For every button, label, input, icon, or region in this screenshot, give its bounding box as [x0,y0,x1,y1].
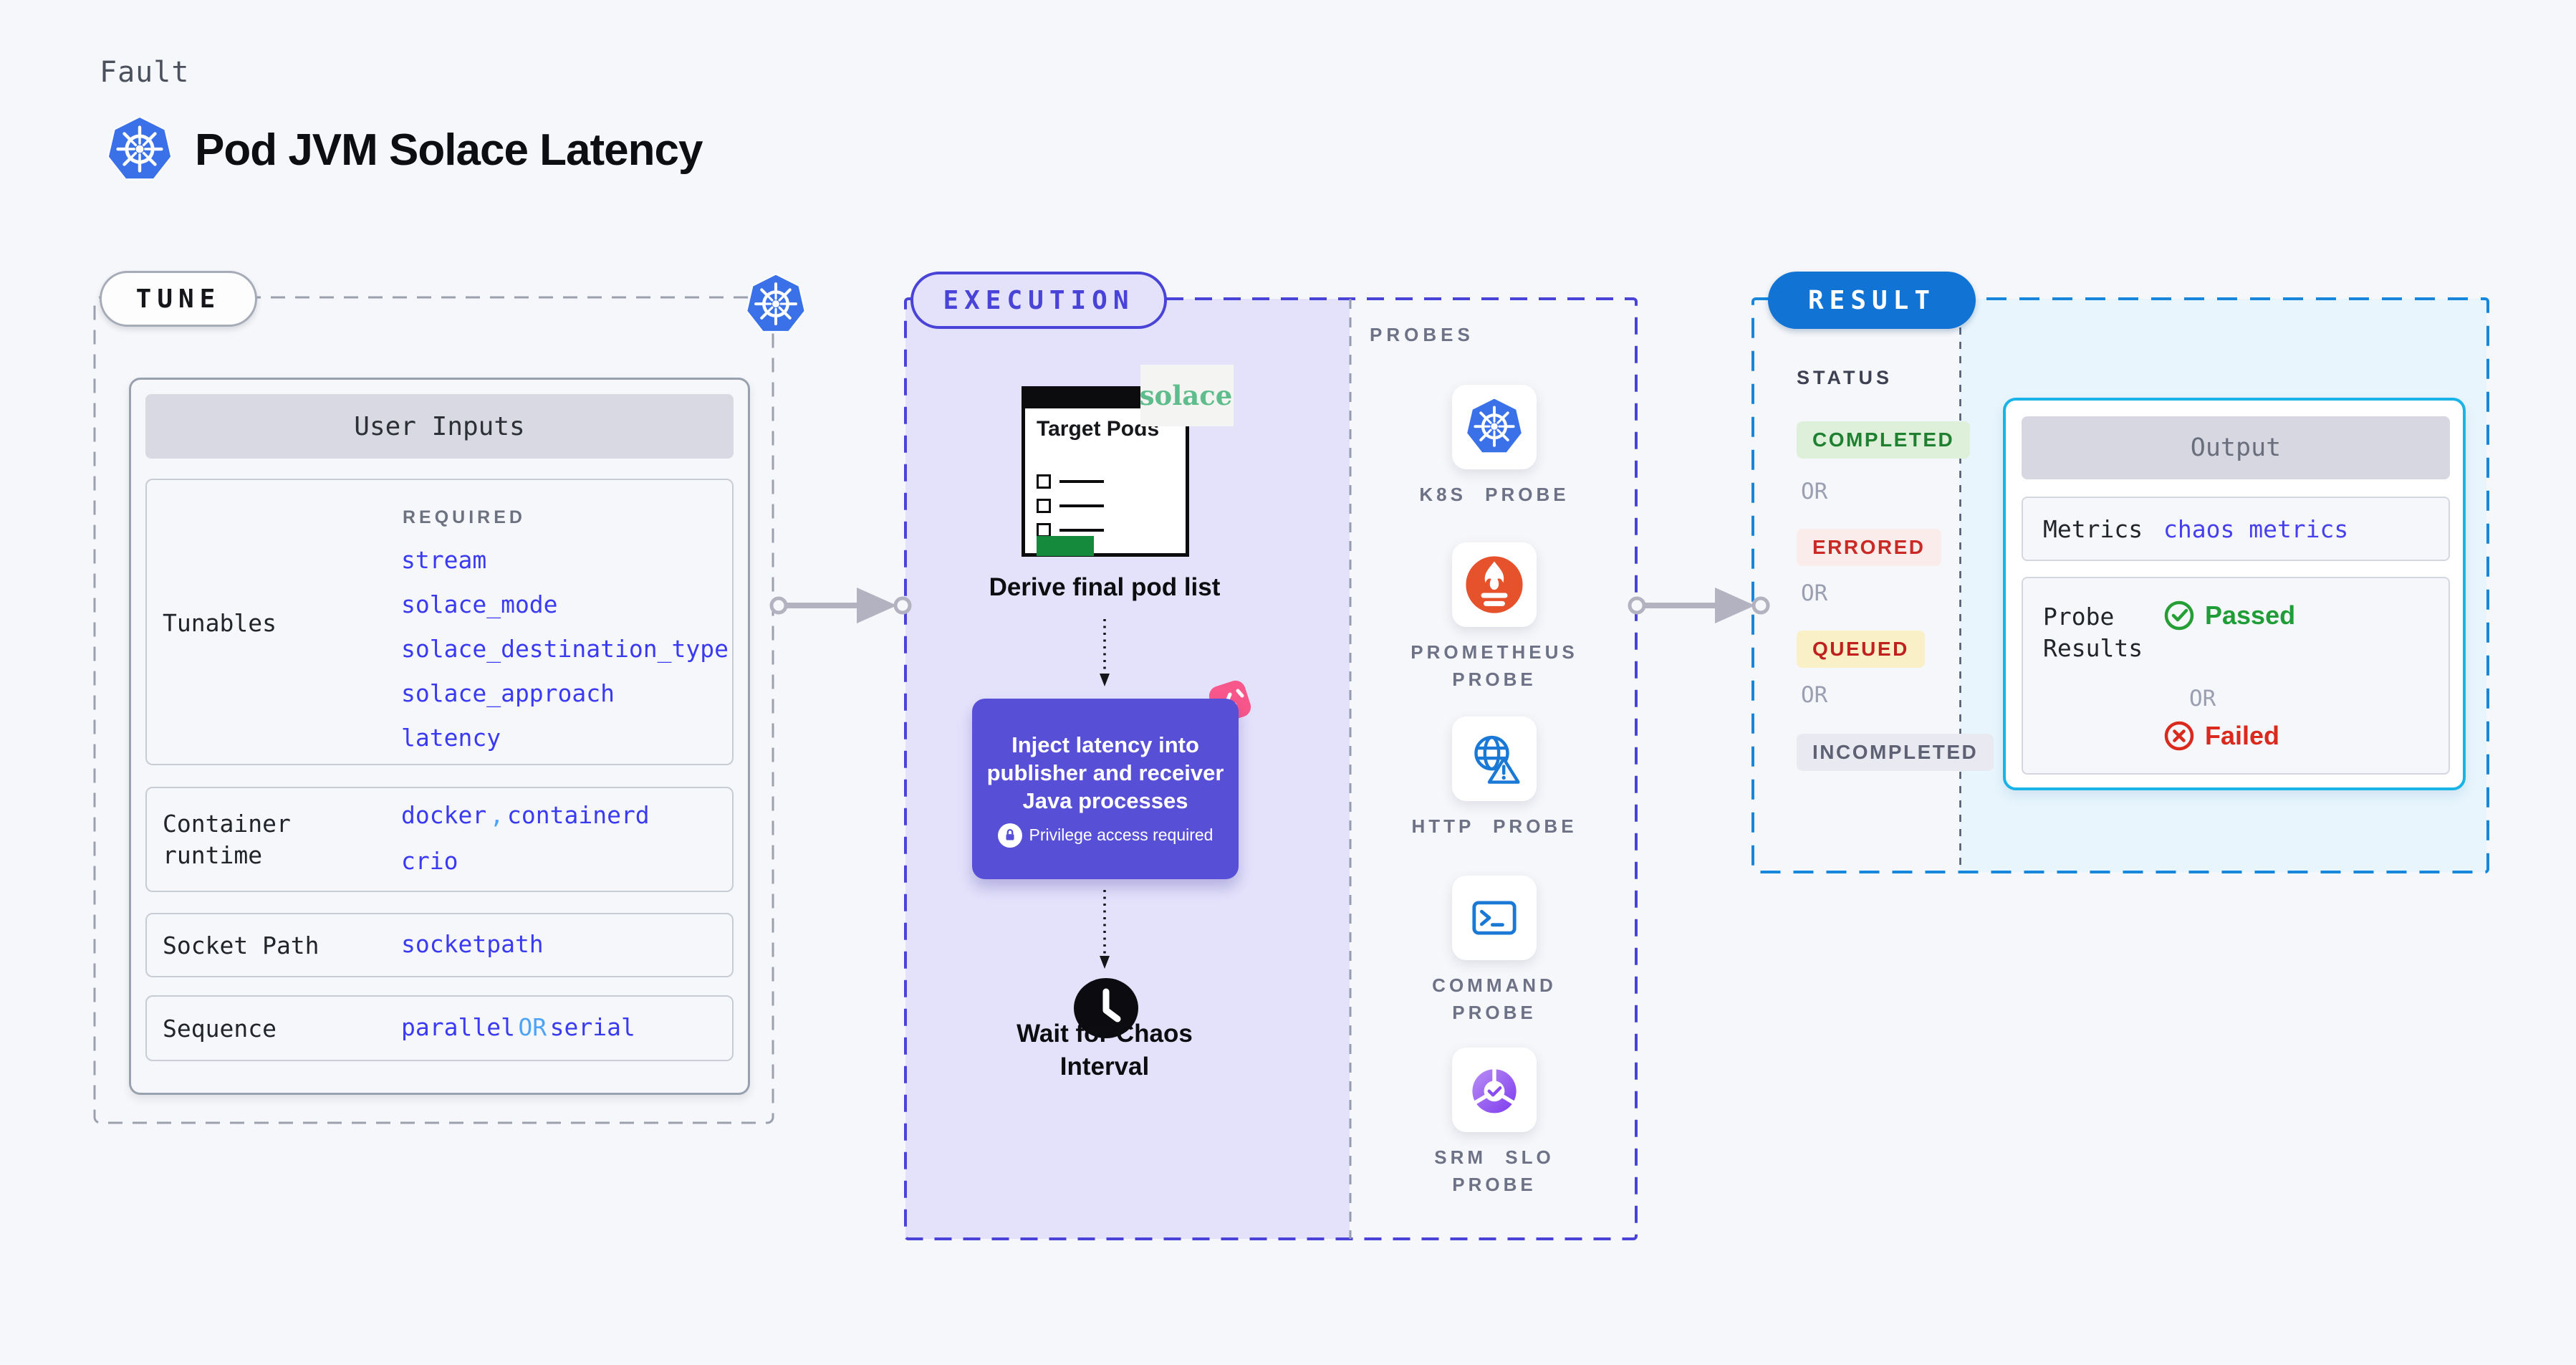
tunables-label: Tunables [163,609,277,637]
sequence-or: OR [518,1013,547,1041]
metrics-row: Metrics chaos metrics [2022,497,2450,561]
probes-column-label: PROBES [1370,324,1474,345]
page-kicker: Fault [100,56,190,89]
kubernetes-icon [744,272,808,337]
tune-section-label: TUNE [100,271,257,327]
metrics-label: Metrics [2043,515,2143,543]
kubernetes-icon [1464,396,1525,458]
tunable-link-solace-mode[interactable]: solace_mode [401,590,558,618]
or-separator: OR [1801,580,1828,606]
slo-pie-check-icon [1462,1058,1527,1122]
metrics-value[interactable]: chaos metrics [2163,515,2349,543]
check-circle-icon [2164,600,2194,631]
status-badge-incompleted: INCOMPLETED [1797,734,1994,771]
page-header: Pod JVM Solace Latency [105,115,703,185]
inject-latency-text: Inject latency into publisher and receiv… [986,732,1224,813]
probe-card [1452,876,1537,960]
execution-to-result-arrow [1628,588,1770,623]
solace-logo: solace [1140,365,1234,426]
required-label: REQUIRED [403,507,526,527]
pod-list-item [1037,474,1104,489]
probe-k8s: K8S PROBE [1380,385,1609,508]
status-column-label: STATUS [1797,367,1893,388]
tune-to-execution-arrow [769,588,912,623]
probe-http: HTTP PROBE [1380,717,1609,840]
result-dashed-frame [1751,297,2489,873]
flow-arrow-down-icon [1100,619,1110,686]
tunable-link-solace-approach[interactable]: solace_approach [401,679,615,707]
socket-path-value[interactable]: socketpath [401,930,544,958]
status-badge-errored: ERRORED [1797,529,1941,566]
probe-results-label: Probe Results [2043,603,2143,662]
result-status-divider [1959,299,1961,872]
or-separator: OR [1801,682,1828,708]
probe-name: K8S PROBE [1419,484,1570,505]
probes-divider [1349,299,1352,1239]
flow-arrow-down-icon [1100,890,1110,969]
output-title: Output [2022,416,2450,479]
prometheus-icon [1463,553,1526,616]
status-badge-completed: COMPLETED [1797,421,1971,459]
target-pods-title: Target Pods [1037,417,1160,441]
sequence-value-serial[interactable]: serial [549,1013,635,1041]
tune-dashed-frame [93,296,774,1124]
privilege-note: Privilege access required [997,823,1213,848]
runtime-value-docker[interactable]: docker [401,801,487,829]
kubernetes-icon [105,115,175,185]
terminal-icon [1463,886,1526,949]
probe-card [1452,542,1537,627]
probe-card [1452,1048,1537,1132]
socket-path-row: Socket Path socketpath [145,913,734,977]
runtime-value-crio[interactable]: crio [401,847,458,875]
execution-section-label: EXECUTION [910,272,1167,329]
derive-pod-list-step: Derive final pod list [989,573,1221,601]
tunable-link-solace-destination-type[interactable]: solace_destination_type [401,635,729,663]
tunables-row: Tunables REQUIRED stream solace_mode sol… [145,479,734,765]
runtime-value-containerd[interactable]: containerd [507,801,650,829]
probe-card [1452,385,1537,469]
probe-result-passed: Passed [2163,600,2295,631]
probe-results-row: Probe Results Passed OR Failed [2022,577,2450,775]
pod-list-item [1037,499,1104,513]
wait-chaos-interval-step: Wait for Chaos Interval [1017,1020,1193,1081]
user-inputs-title: User Inputs [145,394,734,459]
tunable-link-stream[interactable]: stream [401,546,487,574]
runtime-separator: , [489,801,504,829]
lock-icon [997,823,1022,848]
sequence-row: Sequence parallel OR serial [145,995,734,1061]
sequence-label: Sequence [163,1015,277,1043]
pod-list-item [1037,523,1104,537]
tunable-link-latency[interactable]: latency [401,724,501,752]
http-globe-warning-icon [1463,727,1526,790]
page-title: Pod JVM Solace Latency [195,125,703,175]
container-runtime-row: Container runtime docker , containerd cr… [145,787,734,892]
or-separator: OR [2189,686,2216,712]
container-runtime-label: Container runtime [163,810,291,869]
result-section-label: RESULT [1768,272,1976,329]
clock-icon [1074,978,1138,1038]
sequence-value-parallel[interactable]: parallel [401,1013,515,1041]
output-panel: Output Metrics chaos metrics Probe Resul… [2003,398,2466,790]
inject-latency-step: Inject latency into publisher and receiv… [972,699,1239,879]
status-badge-queued: QUEUED [1797,631,1925,668]
socket-path-label: Socket Path [163,931,319,959]
probe-name: HTTP PROBE [1411,815,1577,837]
pod-list-button [1037,536,1094,556]
or-separator: OR [1801,479,1828,504]
probe-card [1452,717,1537,801]
probe-result-failed: Failed [2163,720,2279,752]
x-circle-icon [2164,721,2194,751]
